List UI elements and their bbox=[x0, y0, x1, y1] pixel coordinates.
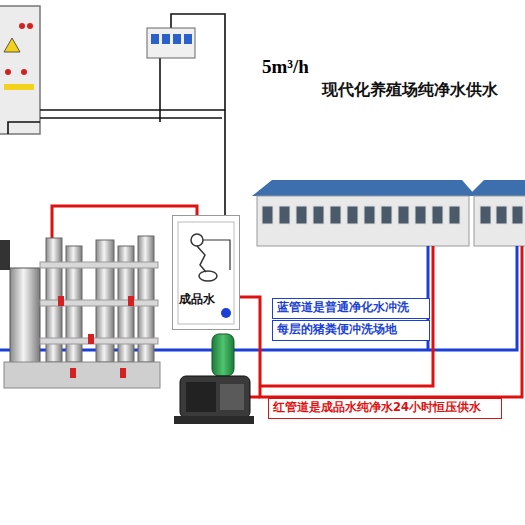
window bbox=[313, 206, 324, 224]
illustration-part bbox=[220, 384, 244, 410]
illustration-part bbox=[474, 196, 525, 246]
illustration-part bbox=[40, 338, 158, 344]
legend-note-box: 每层的猪粪便冲洗场地 bbox=[272, 320, 430, 341]
illustration-part bbox=[172, 215, 240, 330]
window bbox=[347, 206, 358, 224]
illustration-part bbox=[27, 23, 33, 29]
illustration-part bbox=[191, 234, 203, 246]
illustration-part bbox=[147, 28, 195, 58]
capacity-label: 5m³/h bbox=[262, 56, 309, 78]
illustration-part bbox=[40, 262, 158, 268]
window bbox=[398, 206, 409, 224]
illustration-part bbox=[212, 334, 234, 376]
illustration-part bbox=[199, 271, 217, 281]
illustration-part bbox=[257, 196, 469, 246]
booster-pump bbox=[174, 334, 254, 424]
illustration-part bbox=[4, 84, 34, 90]
illustration-part bbox=[40, 117, 222, 119]
window bbox=[449, 206, 460, 224]
illustration-part bbox=[236, 246, 522, 397]
illustration-part bbox=[174, 416, 254, 424]
window bbox=[262, 206, 273, 224]
illustration-part bbox=[120, 368, 126, 378]
farm-buildings bbox=[252, 180, 525, 246]
illustration-part bbox=[0, 240, 10, 270]
illustration-part bbox=[70, 368, 76, 378]
illustration-part bbox=[19, 23, 25, 29]
window bbox=[480, 206, 491, 224]
product-water-tank: 成品水 bbox=[172, 215, 240, 330]
illustration-part bbox=[178, 222, 234, 324]
window bbox=[512, 206, 523, 224]
illustration-part bbox=[221, 308, 231, 318]
illustration-part bbox=[203, 240, 230, 270]
legend-note-box: 红管道是成品水纯净水24小时恒压供水 bbox=[268, 398, 502, 419]
illustration-part bbox=[151, 34, 159, 44]
illustration-part bbox=[58, 296, 64, 306]
window bbox=[279, 206, 290, 224]
filter-equipment bbox=[0, 236, 160, 388]
window bbox=[381, 206, 392, 224]
illustration-part bbox=[162, 34, 170, 44]
diagram-title: 现代化养殖场纯净水供水 bbox=[322, 80, 498, 101]
illustration-part bbox=[186, 382, 216, 412]
illustration-part bbox=[184, 34, 192, 44]
illustration-part bbox=[468, 180, 525, 196]
illustration-part bbox=[260, 246, 433, 386]
control-cabinet bbox=[0, 6, 40, 134]
illustration-part bbox=[4, 362, 160, 388]
illustration-part bbox=[0, 6, 40, 134]
illustration-part bbox=[5, 69, 11, 75]
wires bbox=[8, 14, 225, 216]
window bbox=[415, 206, 426, 224]
illustration-part bbox=[40, 110, 225, 216]
illustration-part bbox=[128, 296, 134, 306]
illustration-part bbox=[88, 334, 94, 344]
product-water-tank bbox=[172, 215, 240, 330]
illustration-part bbox=[40, 300, 158, 306]
window bbox=[432, 206, 443, 224]
node-text: 红管道是成品水纯净水24小时恒压供水 bbox=[273, 401, 501, 415]
node-text: 成品水 bbox=[179, 292, 239, 306]
window bbox=[364, 206, 375, 224]
window bbox=[330, 206, 341, 224]
window bbox=[496, 206, 507, 224]
legend-note-box: 蓝管道是普通净化水冲洗 bbox=[272, 298, 430, 319]
circuit-breaker bbox=[147, 28, 195, 58]
node-text: 每层的猪粪便冲洗场地 bbox=[277, 323, 429, 337]
illustration-part bbox=[173, 34, 181, 44]
illustration-part bbox=[159, 57, 161, 122]
illustration-part bbox=[197, 246, 206, 272]
illustration-part bbox=[4, 38, 20, 52]
illustration-part bbox=[21, 69, 27, 75]
illustration-part bbox=[180, 376, 250, 418]
illustration-part bbox=[8, 122, 40, 134]
window bbox=[296, 206, 307, 224]
illustration-part bbox=[252, 180, 476, 196]
node-text: 蓝管道是普通净化水冲洗 bbox=[277, 301, 429, 315]
illustration-part bbox=[262, 206, 523, 224]
